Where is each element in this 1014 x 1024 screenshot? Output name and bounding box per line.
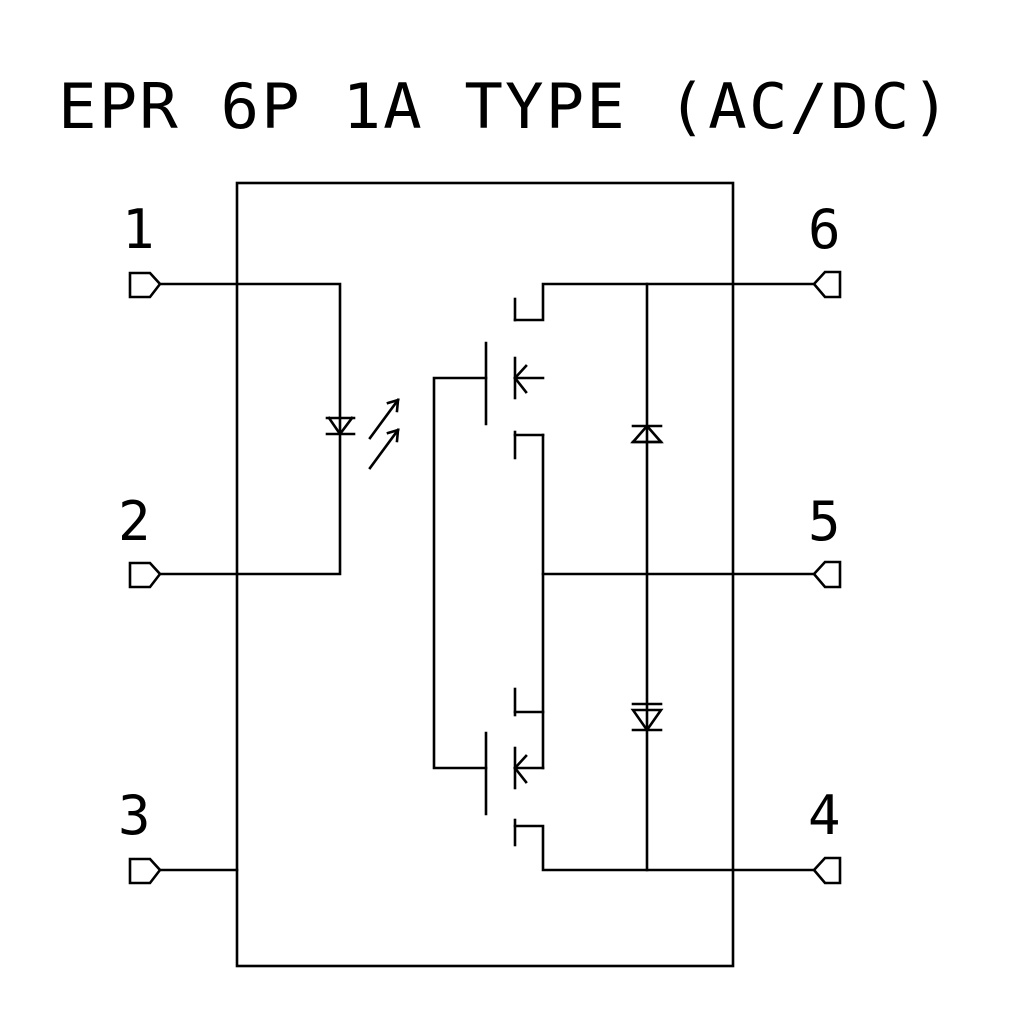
pin-2-label: 2 <box>118 490 151 553</box>
pin-6-label: 6 <box>808 198 841 261</box>
diode-lower <box>630 702 664 733</box>
gate-wire <box>432 376 488 770</box>
pin-4-label: 4 <box>808 784 841 847</box>
pin-6-terminal <box>812 270 842 299</box>
diagram-title: EPR 6P 1A TYPE (AC/DC) <box>58 70 952 143</box>
pin-4-terminal <box>812 856 842 885</box>
pin-3-label: 3 <box>118 784 151 847</box>
pin-2-terminal <box>128 561 162 589</box>
mosfet-lower <box>484 687 816 872</box>
pin-3-terminal <box>128 857 162 885</box>
pin-1-terminal <box>128 271 162 299</box>
pin-1-label: 1 <box>122 198 155 261</box>
diode-upper <box>630 424 664 444</box>
pin-5-label: 5 <box>808 490 841 553</box>
mosfet-upper <box>484 282 816 460</box>
pin-5-terminal <box>812 560 842 589</box>
input-led-circuit <box>158 282 400 576</box>
